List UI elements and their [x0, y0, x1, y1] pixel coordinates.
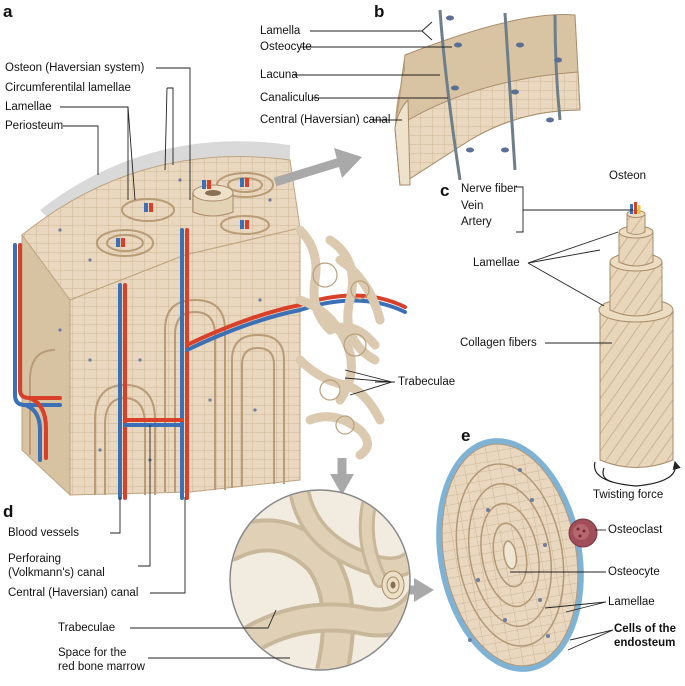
label-lamellae-c: Lamellae: [473, 257, 520, 269]
label-central-canal-b: Central (Haversian) canal: [260, 114, 391, 126]
osteon-cross-section: [436, 438, 598, 672]
label-lamellae-a: Lamellae: [5, 101, 52, 113]
label-central-canal-a: Central (Haversian) canal: [8, 587, 139, 599]
trabeculae-magnified: [229, 489, 411, 671]
arrow-a-to-d: [330, 458, 354, 495]
label-marrow-space-1: Space for the: [58, 647, 127, 659]
label-canaliculus: Canaliculus: [260, 92, 320, 104]
label-nerve-fiber: Nerve fiber: [461, 183, 518, 195]
label-osteon-c: Osteon: [609, 170, 647, 182]
label-endosteum-2: endosteum: [614, 637, 676, 649]
label-artery: Artery: [461, 216, 492, 228]
label-circumferential-lamellae: Circumferentilal lamellae: [5, 82, 131, 94]
label-blood-vessels: Blood vessels: [8, 527, 79, 539]
panel-letter-e: e: [461, 426, 471, 445]
label-osteocyte-e: Osteocyte: [608, 566, 660, 578]
label-collagen-fibers: Collagen fibers: [460, 337, 537, 349]
panel-letter-a: a: [3, 2, 13, 21]
label-trabeculae-a: Trabeculae: [398, 376, 456, 388]
label-marrow-space-2: red bone marrow: [58, 661, 145, 673]
panel-letter-d: d: [3, 502, 14, 521]
panel-letter-b: b: [374, 2, 385, 21]
leader-lines: [60, 21, 633, 659]
label-trabeculae-d: Trabeculae: [58, 622, 116, 634]
label-periosteum: Periosteum: [5, 120, 64, 132]
label-osteocyte-b: Osteocyte: [260, 41, 312, 53]
label-perforating-canal-2: (Volkmann's) canal: [8, 567, 105, 579]
label-lamella: Lamella: [260, 25, 301, 37]
label-endosteum-1: Cells of the: [614, 623, 676, 635]
label-osteoclast: Osteoclast: [608, 524, 663, 536]
label-lamellae-e: Lamellae: [608, 596, 655, 608]
label-vein: Vein: [461, 200, 484, 212]
label-osteon: Osteon (Haversian system): [5, 62, 145, 74]
osteon-wedge: [394, 9, 581, 186]
osteon-cylinder: [593, 202, 681, 487]
label-lacuna: Lacuna: [260, 69, 298, 81]
bone-block: [13, 141, 407, 500]
label-perforating-canal-1: Perforaing: [8, 553, 62, 565]
label-twisting-force: Twisting force: [593, 489, 664, 501]
arrow-a-to-b: [273, 148, 362, 187]
panel-letter-c: c: [440, 181, 450, 200]
